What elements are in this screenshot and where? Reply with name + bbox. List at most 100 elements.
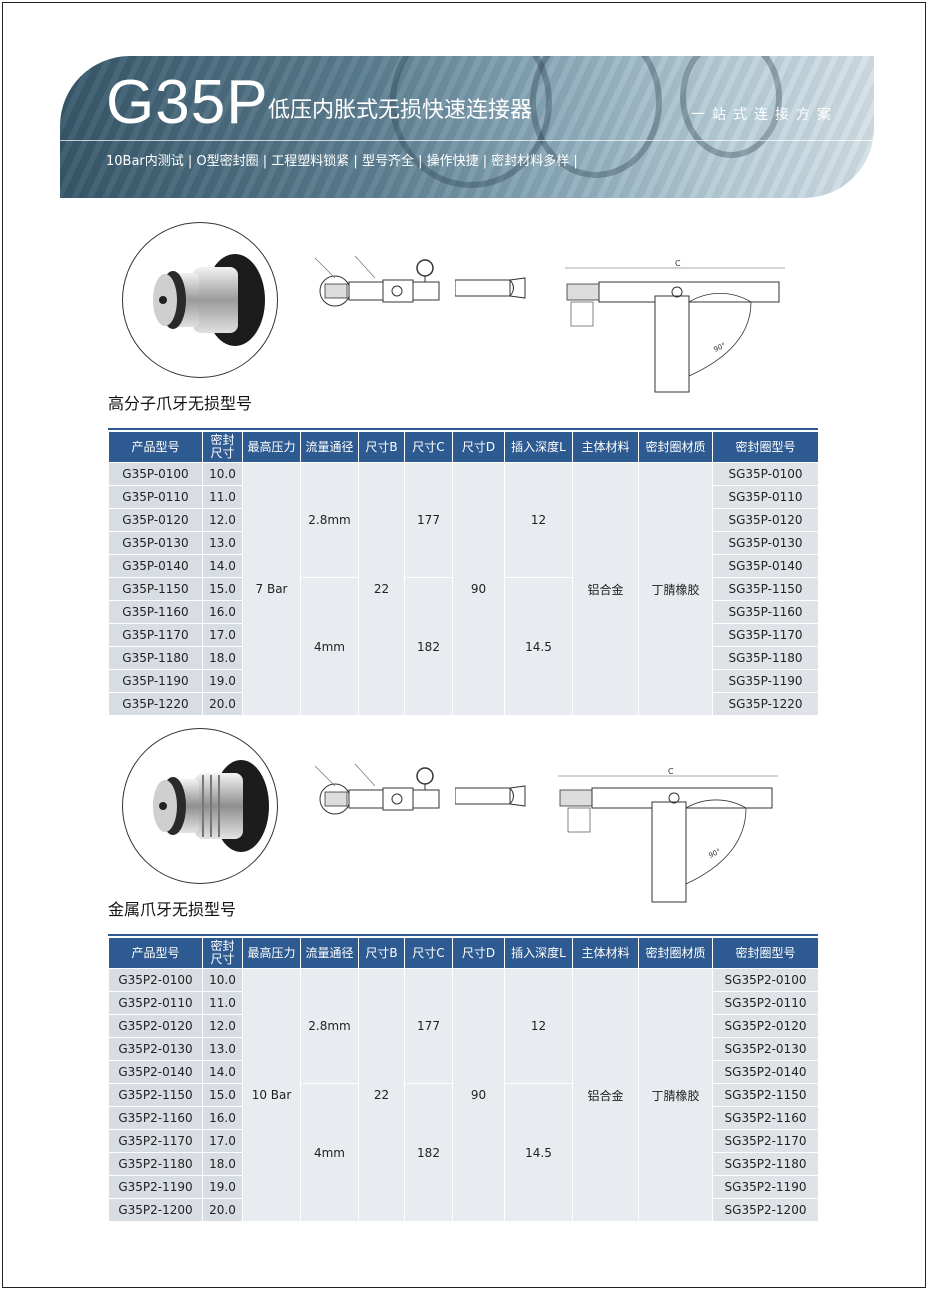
table-row: G35P-1170 17.0 SG35P-1170 bbox=[108, 623, 819, 647]
col-header: 产品型号 bbox=[108, 431, 203, 463]
banner-slogan: 一站式连接方案 bbox=[691, 107, 838, 123]
body-material-cell: 铝合金 bbox=[572, 462, 639, 716]
col-header: 尺寸D bbox=[452, 431, 505, 463]
seal-size-cell: 14.0 bbox=[202, 554, 243, 578]
col-header: 最高压力 bbox=[242, 431, 301, 463]
table-row: G35P2-0120 12.0 SG35P2-0120 bbox=[108, 1014, 819, 1038]
size-c-cell: 177 bbox=[404, 968, 453, 1084]
seal-size-cell: 20.0 bbox=[202, 692, 243, 716]
model-cell: G35P2-0110 bbox=[108, 991, 203, 1015]
banner-arch-shape bbox=[530, 56, 662, 178]
table-row: G35P2-1150 15.0 4mm 182 14.5 SG35P2-1150 bbox=[108, 1083, 819, 1222]
seal-model-cell: SG35P-0100 bbox=[712, 462, 819, 486]
table-row: G35P-1180 18.0 SG35P-1180 bbox=[108, 646, 819, 670]
model-cell: G35P2-1180 bbox=[108, 1152, 203, 1176]
table-row: G35P2-1160 16.0 SG35P2-1160 bbox=[108, 1106, 819, 1130]
col-header: 密封圈型号 bbox=[712, 937, 819, 969]
seal-size-cell: 10.0 bbox=[202, 462, 243, 486]
model-cell: G35P-1190 bbox=[108, 669, 203, 693]
product-photo-metal bbox=[122, 728, 278, 884]
model-cell: G35P2-1200 bbox=[108, 1198, 203, 1222]
col-header: 密封尺寸 bbox=[202, 937, 243, 969]
seal-model-cell: SG35P2-0100 bbox=[712, 968, 819, 992]
model-cell: G35P-0100 bbox=[108, 462, 203, 486]
model-cell: G35P2-1150 bbox=[108, 1083, 203, 1107]
seal-model-cell: SG35P-1160 bbox=[712, 600, 819, 624]
pressure-cell: 7 Bar bbox=[242, 462, 301, 716]
dim-label-c: C bbox=[675, 259, 681, 268]
flow-cell: 4mm bbox=[300, 1083, 359, 1222]
table-row: G35P2-1200 20.0 SG35P2-1200 bbox=[108, 1198, 819, 1222]
top-view-drawing: C 90° bbox=[565, 259, 785, 393]
seal-size-cell: 11.0 bbox=[202, 485, 243, 509]
angle-label: 90° bbox=[707, 847, 722, 860]
connector-photo-icon bbox=[153, 760, 269, 852]
model-cell: G35P-0120 bbox=[108, 508, 203, 532]
table-row: G35P2-1190 19.0 SG35P2-1190 bbox=[108, 1175, 819, 1199]
col-header: 流量通径 bbox=[300, 937, 359, 969]
model-cell: G35P2-0140 bbox=[108, 1060, 203, 1084]
col-header: 密封圈材质 bbox=[638, 937, 713, 969]
shaft-drawing bbox=[455, 785, 526, 807]
seal-size-cell: 17.0 bbox=[202, 623, 243, 647]
size-c-cell: 182 bbox=[404, 1083, 453, 1222]
size-d-cell: 90 bbox=[452, 968, 505, 1222]
size-b-cell: 22 bbox=[358, 968, 405, 1222]
seal-size-cell: 17.0 bbox=[202, 1129, 243, 1153]
seal-model-cell: SG35P2-0110 bbox=[712, 991, 819, 1015]
table-row: G35P-0120 12.0 SG35P-0120 bbox=[108, 508, 819, 532]
col-header: 主体材料 bbox=[572, 937, 639, 969]
col-header: 尺寸D bbox=[452, 937, 505, 969]
table-top-rule bbox=[108, 934, 818, 936]
size-c-cell: 177 bbox=[404, 462, 453, 578]
model-cell: G35P2-1160 bbox=[108, 1106, 203, 1130]
depth-cell: 14.5 bbox=[504, 577, 573, 716]
size-d-cell: 90 bbox=[452, 462, 505, 716]
table-header-row: 产品型号 密封尺寸 最高压力 流量通径 尺寸B 尺寸C 尺寸D 插入深度L 主体… bbox=[108, 937, 819, 969]
seal-size-cell: 14.0 bbox=[202, 1060, 243, 1084]
seal-model-cell: SG35P-0130 bbox=[712, 531, 819, 555]
col-header: 产品型号 bbox=[108, 937, 203, 969]
seal-size-cell: 18.0 bbox=[202, 646, 243, 670]
shaft-drawing bbox=[455, 277, 526, 299]
seal-size-cell: 12.0 bbox=[202, 508, 243, 532]
seal-size-cell: 19.0 bbox=[202, 1175, 243, 1199]
seal-size-cell: 18.0 bbox=[202, 1152, 243, 1176]
seal-model-cell: SG35P-0120 bbox=[712, 508, 819, 532]
table-row: G35P2-1180 18.0 SG35P2-1180 bbox=[108, 1152, 819, 1176]
table-row: G35P2-0140 14.0 SG35P2-0140 bbox=[108, 1060, 819, 1084]
seal-size-cell: 19.0 bbox=[202, 669, 243, 693]
seal-size-cell: 16.0 bbox=[202, 1106, 243, 1130]
col-header: 密封尺寸 bbox=[202, 431, 243, 463]
seal-size-cell: 15.0 bbox=[202, 1083, 243, 1107]
flow-cell: 2.8mm bbox=[300, 968, 359, 1084]
model-cell: G35P2-1190 bbox=[108, 1175, 203, 1199]
body-material-cell: 铝合金 bbox=[572, 968, 639, 1222]
dim-label-c: C bbox=[668, 767, 674, 776]
model-cell: G35P-1180 bbox=[108, 646, 203, 670]
seal-model-cell: SG35P-0140 bbox=[712, 554, 819, 578]
model-cell: G35P2-0100 bbox=[108, 968, 203, 992]
spec-table-polymer: 产品型号 密封尺寸 最高压力 流量通径 尺寸B 尺寸C 尺寸D 插入深度L 主体… bbox=[108, 431, 819, 716]
col-header: 最高压力 bbox=[242, 937, 301, 969]
seal-size-cell: 16.0 bbox=[202, 600, 243, 624]
section-heading-polymer: 高分子爪牙无损型号 bbox=[108, 394, 253, 413]
seal-model-cell: SG35P2-1190 bbox=[712, 1175, 819, 1199]
col-header: 密封圈型号 bbox=[712, 431, 819, 463]
table-row: G35P-1190 19.0 SG35P-1190 bbox=[108, 669, 819, 693]
seal-material-cell: 丁腈橡胶 bbox=[638, 968, 713, 1222]
model-cell: G35P-1220 bbox=[108, 692, 203, 716]
model-cell: G35P2-0130 bbox=[108, 1037, 203, 1061]
banner-arch-shape bbox=[680, 56, 782, 158]
seal-size-cell: 13.0 bbox=[202, 1037, 243, 1061]
col-header: 尺寸C bbox=[404, 937, 453, 969]
seal-model-cell: SG35P2-1150 bbox=[712, 1083, 819, 1107]
seal-model-cell: SG35P-1150 bbox=[712, 577, 819, 601]
side-view-drawing bbox=[314, 255, 440, 307]
model-cell: G35P-1160 bbox=[108, 600, 203, 624]
banner-divider bbox=[60, 140, 874, 141]
col-header: 插入深度L bbox=[504, 937, 573, 969]
seal-model-cell: SG35P-1170 bbox=[712, 623, 819, 647]
connector-photo-icon bbox=[153, 254, 265, 346]
